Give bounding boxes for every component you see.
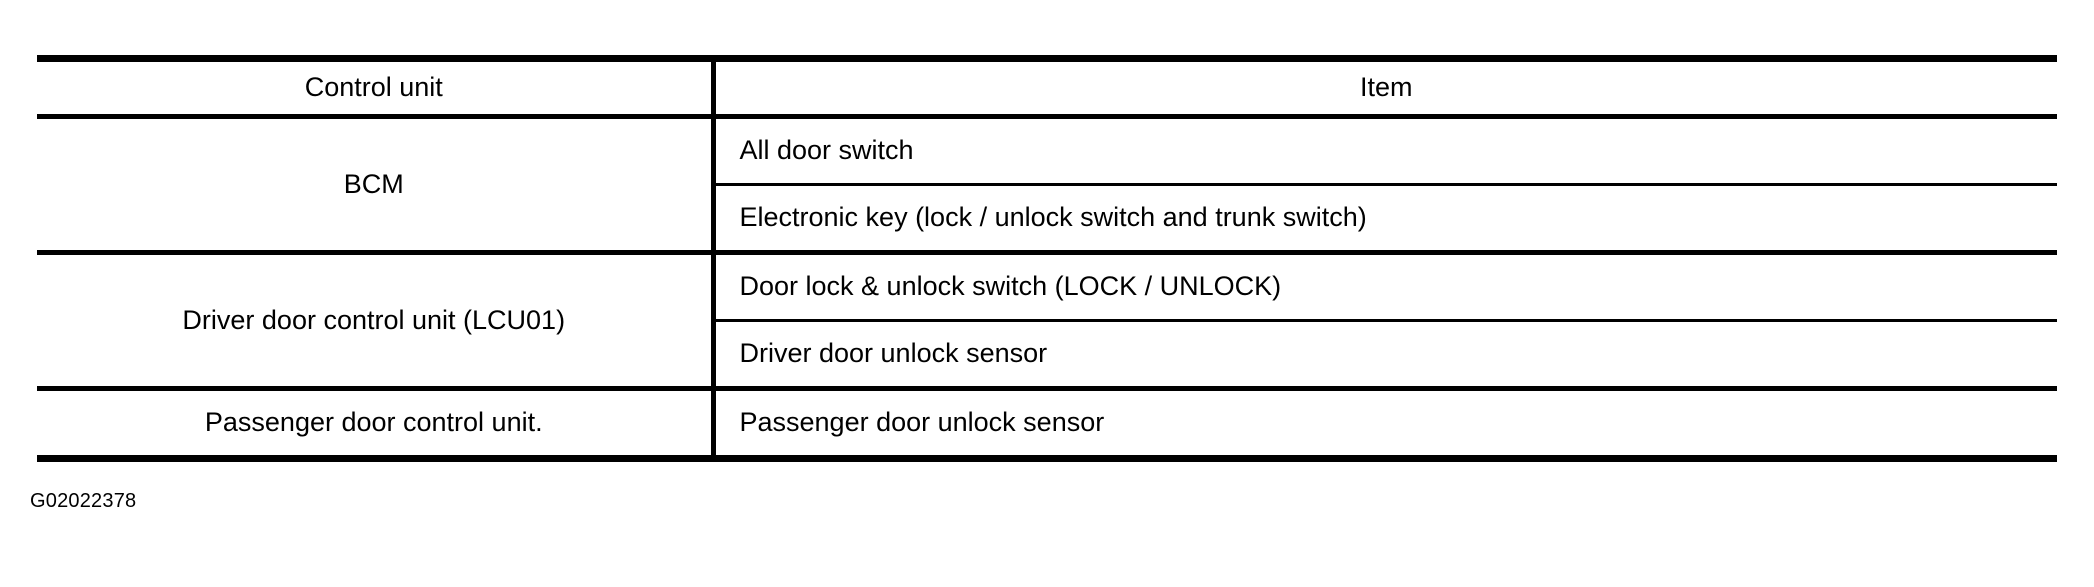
cell-item: Passenger door unlock sensor <box>713 386 2057 462</box>
table-header-row: Control unit Item <box>37 55 2057 119</box>
item-label: Passenger door unlock sensor <box>739 407 1105 438</box>
table-row: Driver door control unit (LCU01) Door lo… <box>37 250 2057 389</box>
cell-item: All door switch <box>713 114 2057 185</box>
cell-control-unit: BCM <box>37 114 716 253</box>
item-label: Door lock & unlock switch (LOCK / UNLOCK… <box>739 271 1282 302</box>
table-row: BCM All door switch <box>37 114 2057 253</box>
control-unit-item-table: Control unit Item BCM All door switch <box>37 55 2057 462</box>
table-head: Control unit Item <box>37 55 2057 119</box>
table-body: BCM All door switch Electronic key (lock… <box>37 114 2057 462</box>
figure-id-caption: G02022378 <box>30 490 137 512</box>
column-header-item: Item <box>713 55 2057 119</box>
cell-control-unit: Passenger door control unit. <box>37 386 716 462</box>
cell-control-unit: Driver door control unit (LCU01) <box>37 250 716 389</box>
control-unit-label: BCM <box>343 168 404 199</box>
cell-item: Door lock & unlock switch (LOCK / UNLOCK… <box>713 250 2057 321</box>
control-unit-label: Passenger door control unit. <box>204 407 543 438</box>
item-label: Electronic key (lock / unlock switch and… <box>739 202 1367 233</box>
column-header-control-unit: Control unit <box>37 55 716 119</box>
cell-item: Electronic key (lock / unlock switch and… <box>713 183 2057 253</box>
spec-table-wrapper: Control unit Item BCM All door switch <box>37 55 2057 462</box>
table-row: Driver door unlock sensor <box>37 319 2057 389</box>
item-label: All door switch <box>739 135 914 166</box>
cell-item: Driver door unlock sensor <box>713 319 2057 389</box>
control-unit-label: Driver door control unit (LCU01) <box>182 304 566 335</box>
table-row: Electronic key (lock / unlock switch and… <box>37 183 2057 253</box>
table-row: Passenger door control unit. Passenger d… <box>37 386 2057 462</box>
item-label: Driver door unlock sensor <box>739 338 1048 369</box>
